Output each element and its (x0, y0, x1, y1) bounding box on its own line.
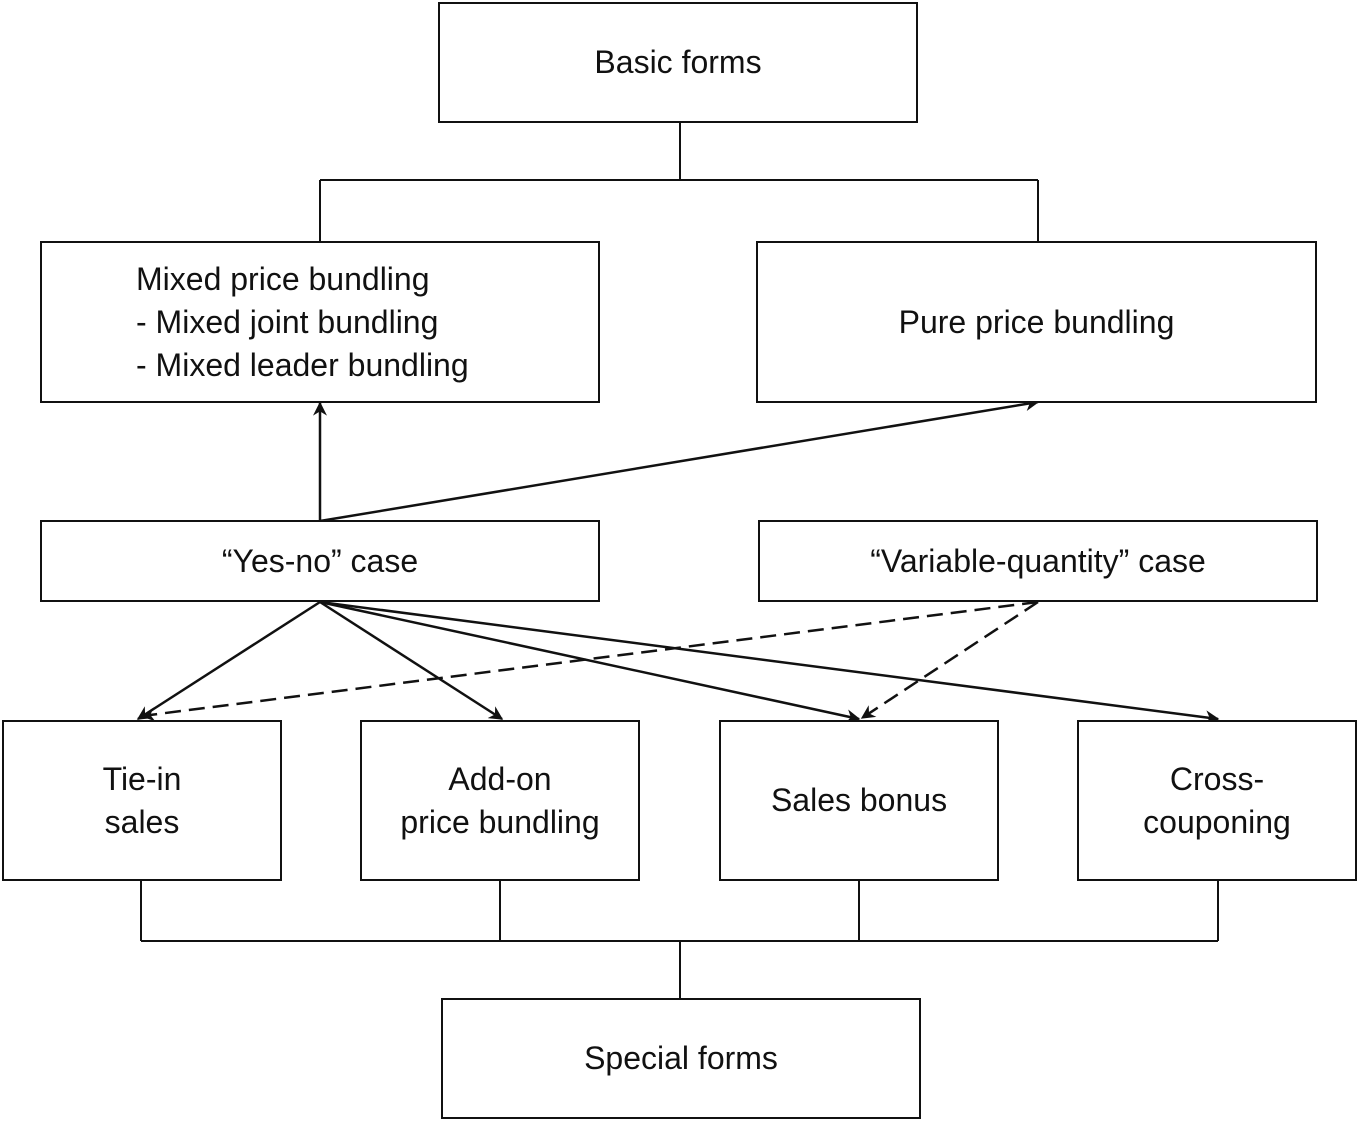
add-on-price-bundling-node: Add-on price bundling (360, 720, 640, 881)
mixed-leader-bundling-item: - Mixed leader bundling (136, 346, 469, 383)
arrow-yes-no-to-pure (319, 397, 1040, 523)
arrow-yes-no-to-sales-bonus (319, 600, 861, 724)
tie-in-sales-line-1: Tie-in (102, 760, 182, 797)
cross-couponing-node: Cross- couponing (1077, 720, 1357, 881)
mixed-price-bundling-node: Mixed price bundling - Mixed joint bundl… (40, 241, 600, 403)
basic-forms-label: Basic forms (594, 44, 762, 80)
yes-no-case-node: “Yes-no” case (40, 520, 600, 602)
cross-couponing-lines: Cross- couponing (1143, 758, 1291, 844)
mixed-joint-bundling-item: - Mixed joint bundling (136, 303, 439, 340)
add-on-price-bundling-lines: Add-on price bundling (400, 758, 599, 844)
variable-quantity-case-node: “Variable-quantity” case (758, 520, 1318, 602)
arrow-yes-no-to-cross-couponing (319, 600, 1220, 725)
tie-in-sales-line-2: sales (104, 803, 180, 840)
variable-quantity-case-label: “Variable-quantity” case (870, 542, 1206, 579)
pure-price-bundling-label: Pure price bundling (898, 303, 1175, 340)
mixed-price-bundling-title: Mixed price bundling (136, 260, 430, 297)
sales-bonus-node: Sales bonus (719, 720, 999, 881)
dashed-arrow-variable-to-sales-bonus (860, 600, 1039, 720)
add-on-price-bundling-line-2: price bundling (400, 803, 600, 840)
arrow-yes-no-to-tie-in (136, 600, 321, 721)
tie-in-sales-lines: Tie-in sales (103, 758, 182, 844)
cross-couponing-line-1: Cross- (1169, 760, 1265, 797)
yes-no-case-label: “Yes-no” case (221, 542, 419, 579)
special-forms-label: Special forms (584, 1040, 778, 1076)
dashed-arrow-variable-to-tie-in (140, 600, 1039, 722)
cross-couponing-line-2: couponing (1143, 803, 1291, 840)
sales-bonus-lines: Sales bonus (771, 779, 947, 822)
pure-price-bundling-node: Pure price bundling (756, 241, 1317, 403)
special-forms-node: Special forms (441, 998, 921, 1119)
sales-bonus-line-1: Sales bonus (770, 782, 948, 818)
add-on-price-bundling-line-1: Add-on (448, 760, 552, 797)
arrow-yes-no-to-add-on (319, 600, 504, 721)
basic-forms-node: Basic forms (438, 2, 918, 123)
tie-in-sales-node: Tie-in sales (2, 720, 282, 881)
mixed-price-bundling-lines: Mixed price bundling - Mixed joint bundl… (136, 258, 469, 387)
